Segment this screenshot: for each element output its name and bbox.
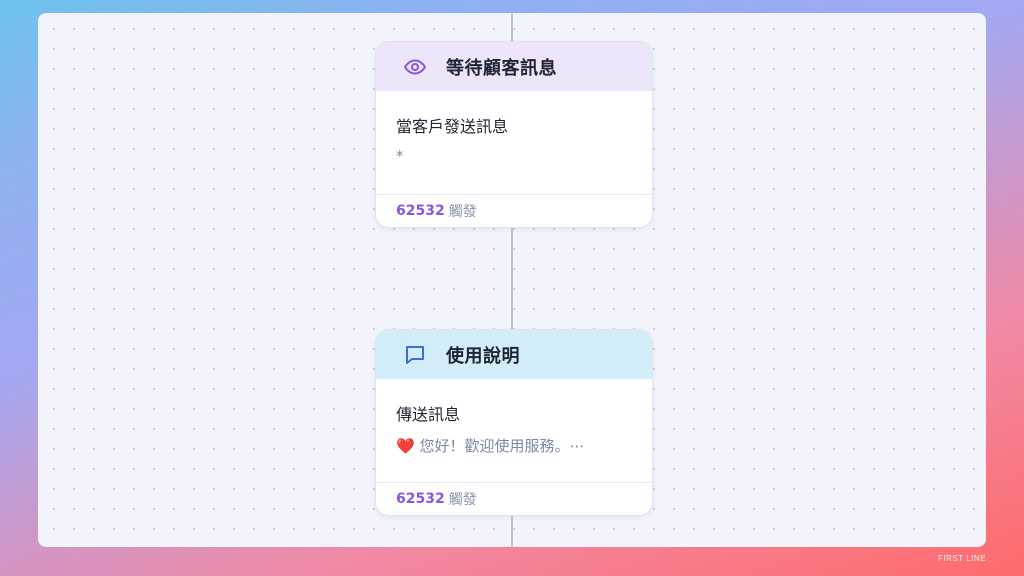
trigger-count: 62532 [396,203,445,219]
flow-canvas[interactable]: 等待顧客訊息 當客戶發送訊息 * 62532 觸發 使用說明 [38,13,986,547]
eye-icon [402,54,428,80]
connector-top [511,13,513,43]
message-count: 62532 [396,491,445,507]
message-node-preview: ❤️ 您好！歡迎使用服務。⋯ [396,437,585,455]
trigger-node[interactable]: 等待顧客訊息 當客戶發送訊息 * 62532 觸發 [375,41,653,228]
message-count-suffix: 觸發 [448,492,477,508]
message-node[interactable]: 使用說明 傳送訊息 ❤️ 您好！歡迎使用服務。⋯ 62532 觸發 [375,329,653,516]
connector-bottom [511,515,513,547]
chat-bubble-icon [402,342,428,368]
trigger-count-suffix: 觸發 [448,204,477,220]
watermark: FIRST LINE [938,554,986,563]
trigger-node-detail: * [396,147,404,165]
message-node-label: 傳送訊息 [396,405,461,424]
message-node-header: 使用說明 [376,330,652,379]
message-node-title: 使用說明 [446,345,520,367]
trigger-node-title: 等待顧客訊息 [446,57,557,79]
trigger-node-header: 等待顧客訊息 [376,42,652,91]
trigger-node-footer: 62532 觸發 [376,194,652,227]
connector-middle [511,225,513,331]
trigger-node-label: 當客戶發送訊息 [396,117,509,136]
message-node-body: 傳送訊息 ❤️ 您好！歡迎使用服務。⋯ [376,379,652,482]
trigger-node-body: 當客戶發送訊息 * [376,91,652,194]
message-node-footer: 62532 觸發 [376,482,652,515]
